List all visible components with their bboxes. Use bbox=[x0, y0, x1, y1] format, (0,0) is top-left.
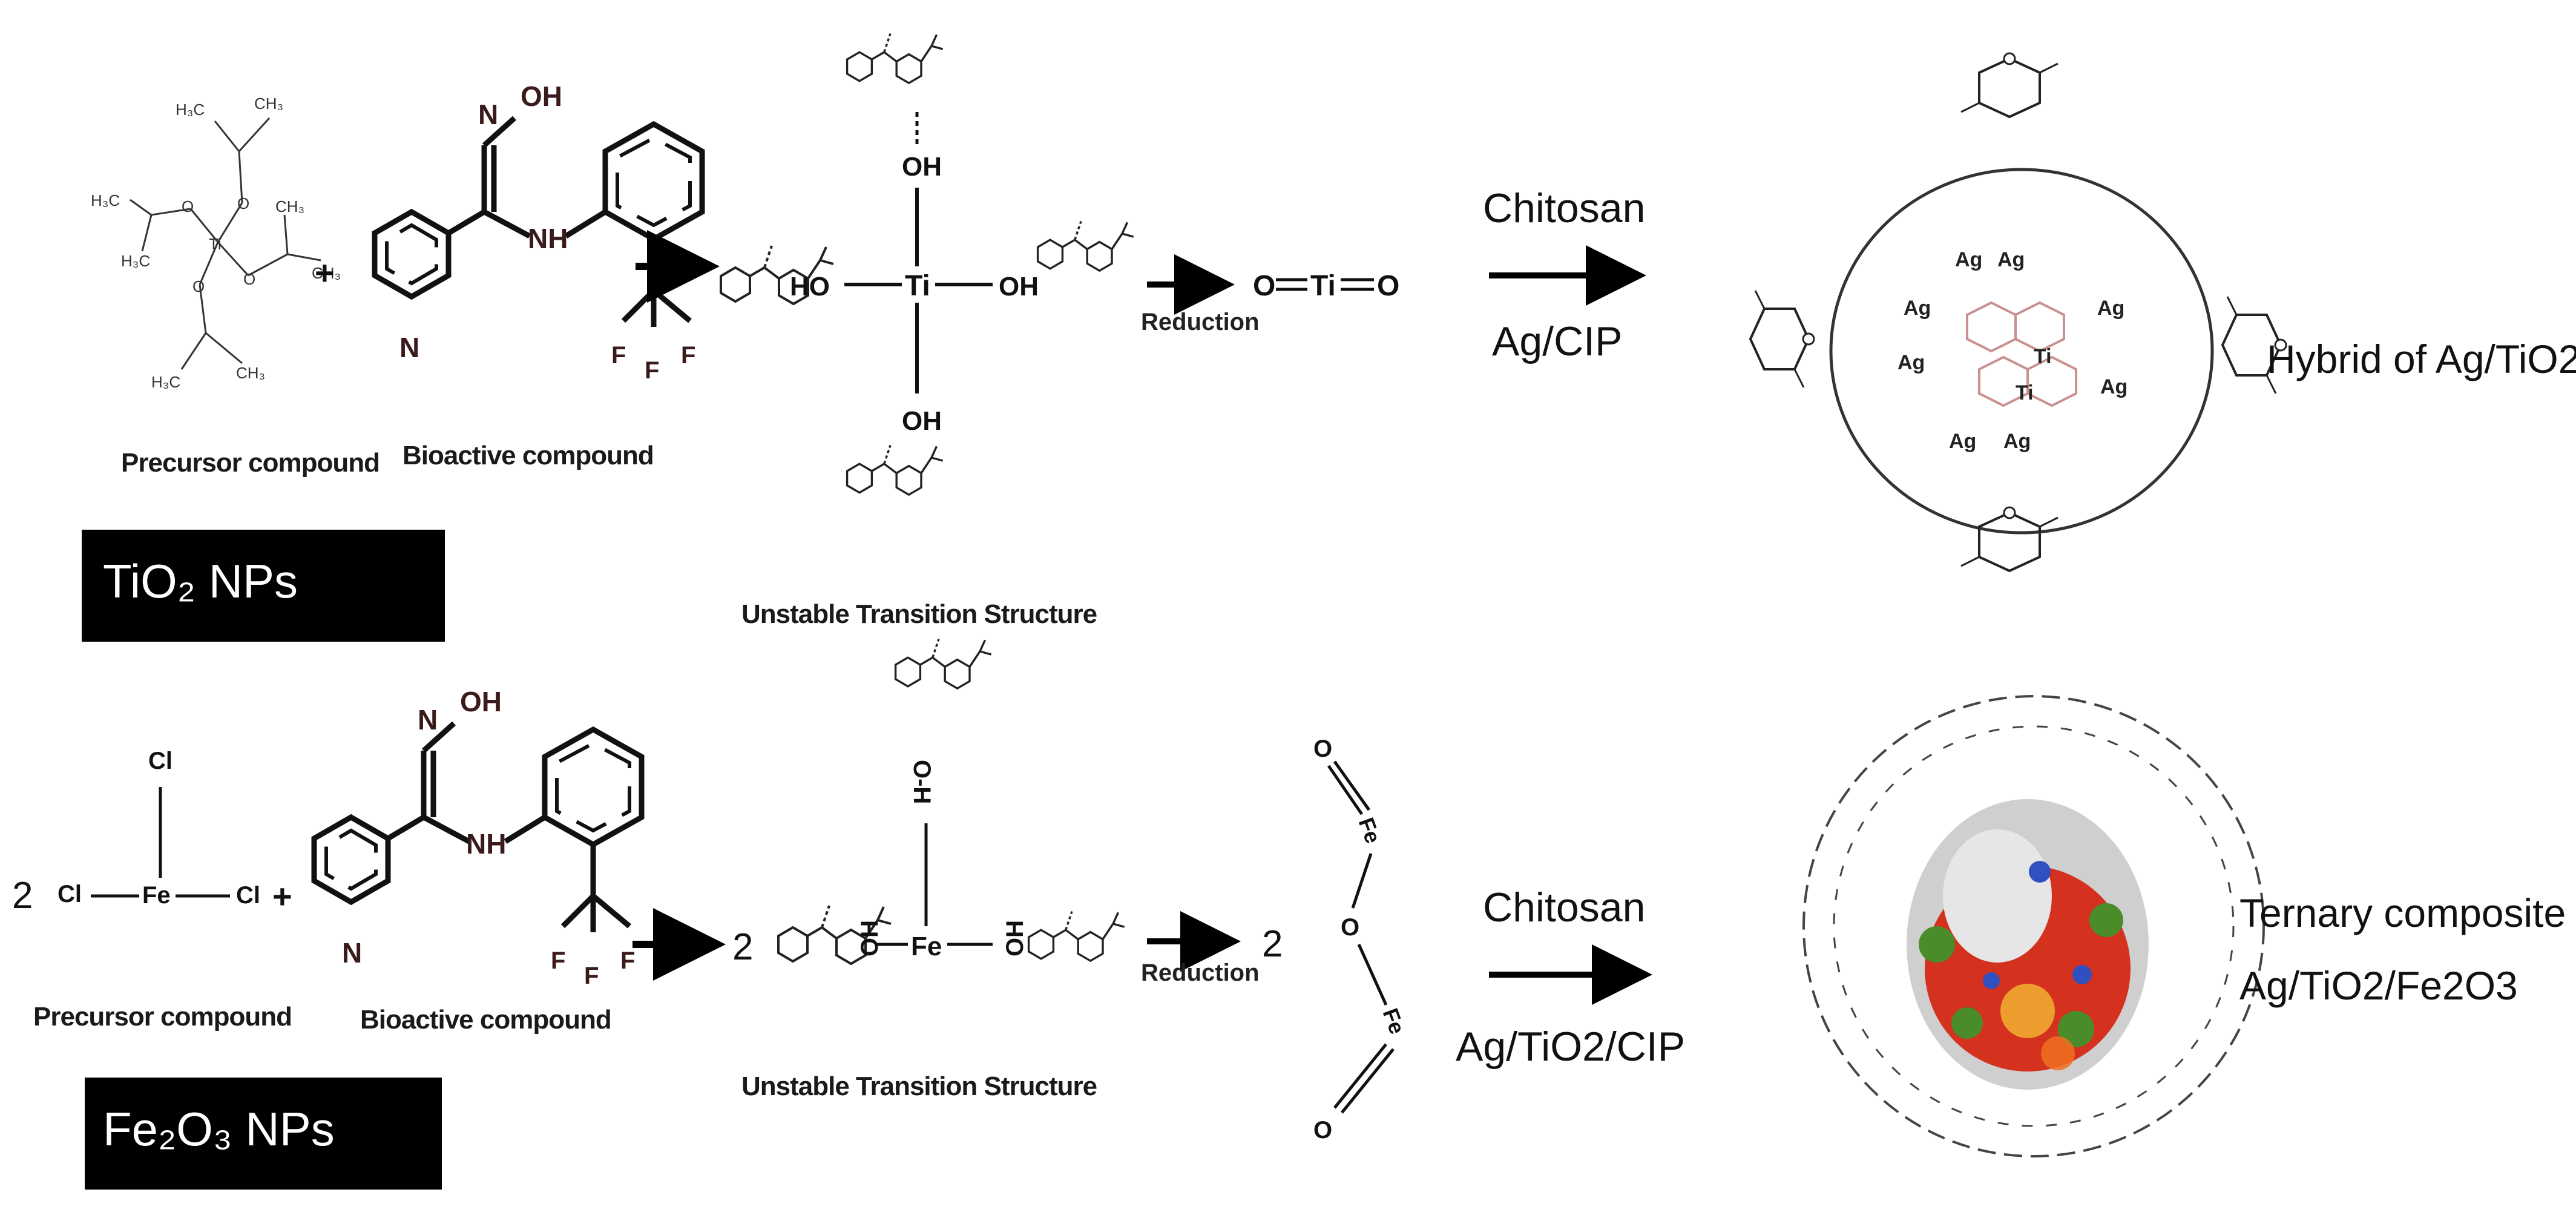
methyl-label: CH₃ bbox=[312, 264, 341, 282]
methyl-label: H₃C bbox=[176, 100, 205, 119]
titanium-precursor-structure bbox=[130, 117, 321, 370]
precursor-caption-1: Precursor compound bbox=[121, 448, 380, 478]
svg-text:Fe: Fe bbox=[1378, 1005, 1410, 1038]
svg-text:Ag: Ag bbox=[1955, 248, 1982, 271]
methyl-label: CH₃ bbox=[236, 364, 265, 382]
bioactive-caption-1: Bioactive compound bbox=[402, 441, 654, 470]
atom-o: O bbox=[237, 194, 249, 212]
reagent-chitosan-1: Chitosan bbox=[1483, 185, 1646, 231]
tio2-nps-label: TiO₂ NPs bbox=[103, 555, 298, 608]
transition-structure-2: 2 Fe OH OH O-H bbox=[732, 637, 1126, 968]
svg-text:NH: NH bbox=[466, 828, 506, 860]
svg-text:F: F bbox=[551, 947, 565, 974]
atom-n: N bbox=[478, 99, 498, 130]
hydroxyl-label: OH bbox=[902, 152, 942, 182]
reduction-label-1: Reduction bbox=[1141, 309, 1260, 335]
product-label-ternary: Ternary composite bbox=[2239, 890, 2566, 935]
methyl-label: H₃C bbox=[151, 373, 180, 391]
plus-sign: + bbox=[315, 254, 335, 292]
titanium-dioxide-structure: O Ti O bbox=[1253, 270, 1399, 302]
svg-text:Cl: Cl bbox=[58, 881, 82, 907]
atom-o: O bbox=[192, 277, 205, 295]
svg-text:O: O bbox=[1341, 914, 1359, 941]
svg-text:Cl: Cl bbox=[148, 748, 172, 774]
svg-text:Ti: Ti bbox=[1310, 270, 1336, 302]
svg-text:N: N bbox=[418, 704, 438, 736]
svg-text:F: F bbox=[620, 947, 635, 974]
stoichiometric-coefficient: 2 bbox=[12, 875, 33, 917]
atom-n: N bbox=[399, 332, 419, 363]
hydroxyl-label: OH bbox=[999, 272, 1039, 301]
bioactive-caption-2: Bioactive compound bbox=[360, 1005, 612, 1035]
atom-f: F bbox=[681, 342, 695, 369]
atom-o: O bbox=[243, 270, 255, 288]
svg-text:Ag: Ag bbox=[1904, 297, 1931, 320]
product-label-hybrid: Hybrid of Ag/TiO2 bbox=[2267, 337, 2576, 381]
fe2o3-nps-label: Fe₂O₃ NPs bbox=[103, 1102, 335, 1156]
svg-text:OH: OH bbox=[1002, 920, 1028, 956]
svg-text:Ag: Ag bbox=[2003, 430, 2031, 453]
svg-text:Fe: Fe bbox=[142, 882, 171, 909]
reagent-ag-tio2-cip: Ag/TiO2/CIP bbox=[1456, 1024, 1686, 1070]
svg-text:2: 2 bbox=[1262, 923, 1283, 965]
atom-ti: Ti bbox=[905, 270, 930, 302]
svg-text:Ag: Ag bbox=[1949, 430, 1976, 453]
svg-text:OH: OH bbox=[856, 920, 883, 956]
svg-text:Ti: Ti bbox=[2016, 381, 2034, 404]
precursor-caption-2: Precursor compound bbox=[33, 1002, 292, 1032]
svg-text:Cl: Cl bbox=[236, 882, 260, 909]
reagent-chitosan-2: Chitosan bbox=[1483, 884, 1646, 930]
svg-text:Ag: Ag bbox=[1898, 351, 1925, 374]
hydroxyl-label: OH bbox=[902, 406, 942, 436]
reagent-ag-cip: Ag/CIP bbox=[1492, 318, 1623, 364]
svg-text:Fe: Fe bbox=[911, 932, 942, 961]
fe2o3-section-box bbox=[85, 1078, 442, 1190]
bioactive-compound-structure-1: N NH N OH F F F bbox=[375, 81, 702, 384]
svg-text:N: N bbox=[342, 937, 362, 969]
product-label-ternary-formula: Ag/TiO2/Fe2O3 bbox=[2239, 963, 2518, 1008]
bioactive-compound-structure-2: N NH N OH F F F bbox=[314, 686, 642, 989]
transition-caption-2: Unstable Transition Structure bbox=[741, 1072, 1097, 1101]
methyl-label: CH₃ bbox=[275, 197, 304, 216]
methyl-label: CH₃ bbox=[254, 94, 283, 113]
methyl-label: H₃C bbox=[121, 252, 150, 270]
reduction-label-2: Reduction bbox=[1141, 960, 1260, 986]
iron-oxide-structure: 2 O Fe O Fe O bbox=[1262, 736, 1410, 1144]
svg-text:Ti: Ti bbox=[2034, 345, 2052, 368]
svg-text:2: 2 bbox=[732, 926, 753, 968]
hydroxyl-label: OH bbox=[521, 81, 562, 112]
svg-text:OH: OH bbox=[460, 686, 502, 717]
atom-f: F bbox=[611, 342, 626, 369]
svg-text:Ag: Ag bbox=[2100, 375, 2128, 398]
svg-text:Ag: Ag bbox=[1997, 248, 2025, 271]
methyl-label: H₃C bbox=[91, 191, 120, 209]
svg-text:Fe: Fe bbox=[1354, 814, 1386, 847]
svg-text:+: + bbox=[272, 877, 292, 915]
svg-text:Ag: Ag bbox=[2097, 297, 2124, 320]
iron-chloride-precursor-structure: 2 Cl Fe Cl Cl + bbox=[12, 748, 292, 917]
svg-text:O: O bbox=[1377, 270, 1399, 302]
svg-text:O: O bbox=[1253, 270, 1275, 302]
atom-ti: Ti bbox=[209, 235, 222, 253]
tio2-section-box bbox=[82, 530, 445, 642]
atom-f: F bbox=[645, 357, 659, 384]
atom-o: O bbox=[182, 197, 194, 216]
atom-nh: NH bbox=[528, 223, 568, 254]
svg-text:F: F bbox=[584, 963, 599, 989]
svg-text:O-H: O-H bbox=[908, 760, 935, 804]
svg-text:O: O bbox=[1313, 1117, 1332, 1144]
ternary-composite-structure bbox=[1802, 695, 2265, 1157]
hydroxyl-label: HO bbox=[790, 272, 830, 301]
transition-caption-1: Unstable Transition Structure bbox=[741, 599, 1097, 629]
transition-structure-1: Ti HO OH OH OH bbox=[720, 32, 1135, 496]
svg-text:O: O bbox=[1313, 736, 1332, 762]
